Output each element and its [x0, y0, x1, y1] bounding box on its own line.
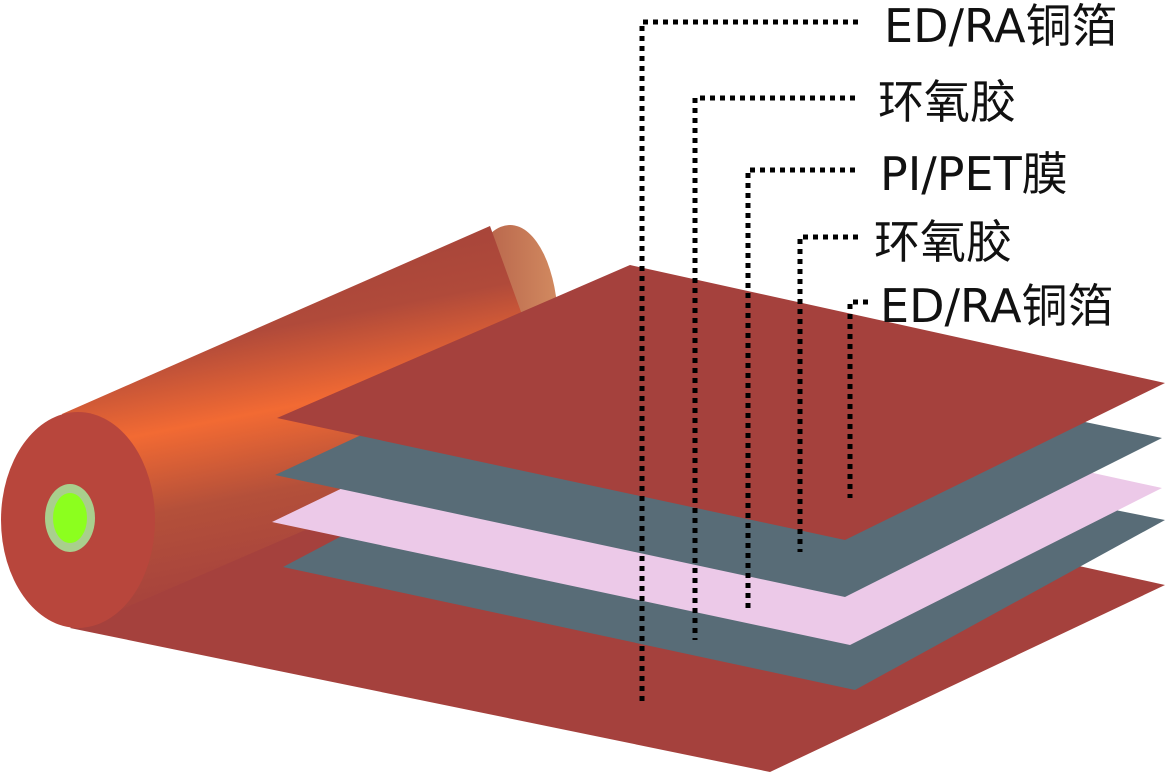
label-lower-adhesive: 环氧胶 [874, 215, 1012, 269]
top-copper-sheet [277, 265, 1165, 540]
leader-line-2 [692, 95, 855, 640]
label-bottom-copper: ED/RA铜箔 [880, 279, 1114, 333]
leader-line-3 [745, 167, 855, 610]
leader-line-1 [639, 19, 858, 702]
label-upper-adhesive: 环氧胶 [878, 75, 1016, 129]
label-top-copper: ED/RA铜箔 [884, 0, 1118, 53]
core [53, 493, 87, 543]
label-film: PI/PET膜 [880, 147, 1068, 201]
